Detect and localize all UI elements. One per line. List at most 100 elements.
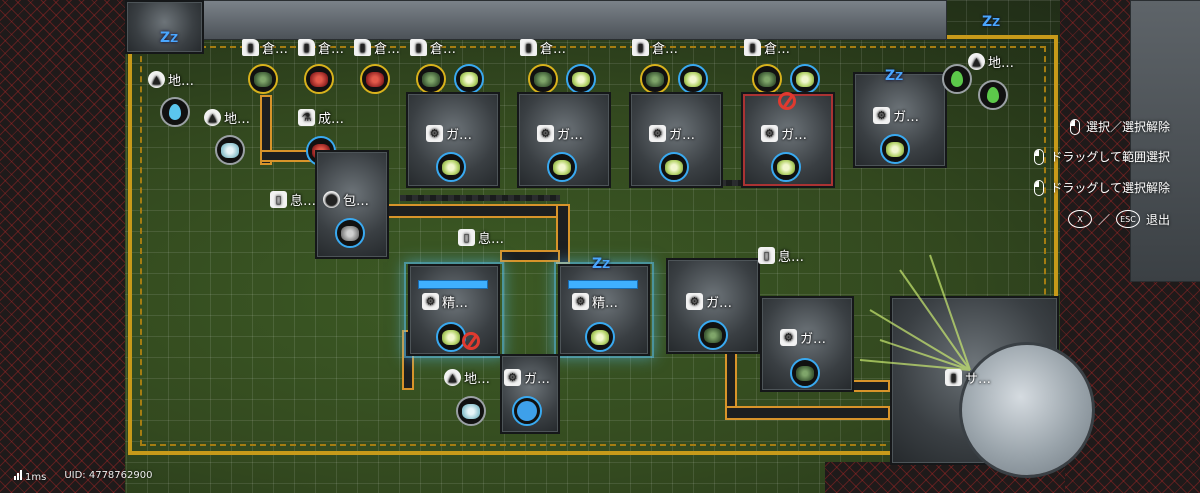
plant-item-icon <box>442 329 460 345</box>
ice-node[interactable] <box>456 396 486 426</box>
water-drop-icon <box>169 104 181 120</box>
output-node[interactable] <box>771 152 801 182</box>
supply-range-rays <box>860 254 971 371</box>
gather-label: ⚙ガ… <box>780 328 826 347</box>
sleep-indicator: ZZ <box>885 68 904 84</box>
uid: UID: 4778762900 <box>64 470 153 481</box>
output-node[interactable] <box>880 134 910 164</box>
item-node[interactable] <box>566 64 596 94</box>
output-node[interactable] <box>436 152 466 182</box>
refine-progress-bar <box>568 280 638 289</box>
plant-item-icon <box>777 159 795 175</box>
red-crystal-icon <box>310 71 328 87</box>
output-node[interactable] <box>698 320 728 350</box>
item-node[interactable] <box>640 64 670 94</box>
plant-item-icon <box>460 71 478 87</box>
plant-item-icon <box>684 71 702 87</box>
storage-label: ▮倉… <box>354 38 400 57</box>
key-esc-icon: ESC <box>1115 210 1140 228</box>
item-node[interactable] <box>678 64 708 94</box>
rest-label: ▯息… <box>458 228 504 247</box>
green-drop-icon <box>987 87 999 103</box>
base-inner-border <box>140 46 1046 446</box>
red-crystal-icon <box>366 71 384 87</box>
water-node[interactable] <box>942 64 972 94</box>
selection-glow <box>404 262 504 358</box>
plant-item-icon <box>591 329 609 345</box>
storage-label: ▮倉… <box>632 38 678 57</box>
pack-label: ⬤包… <box>323 190 369 209</box>
gather-label: ⚙ガ… <box>426 124 472 143</box>
plant-item-icon <box>886 141 904 157</box>
green-drop-icon <box>951 71 963 87</box>
hint-drag-select: ドラッグして範囲選択 <box>1034 148 1170 165</box>
ping: 1ms <box>14 470 46 483</box>
exit-label: 退出 <box>1145 212 1170 227</box>
item-node[interactable] <box>416 64 446 94</box>
conveyor-belt <box>500 250 560 262</box>
plant-item-icon <box>646 71 664 87</box>
refine-label: ⚙精… <box>572 292 618 311</box>
compose-label: ⚗成… <box>298 108 344 127</box>
blue-orb-icon <box>517 401 537 421</box>
restricted-zone-left <box>0 0 125 493</box>
supply-label: ▮サ… <box>945 368 991 387</box>
item-node[interactable] <box>360 64 390 94</box>
footer: 1ms UID: 4778762900 <box>14 470 152 483</box>
output-node[interactable] <box>790 358 820 388</box>
item-node[interactable] <box>454 64 484 94</box>
plant-item-icon <box>796 365 814 381</box>
item-node[interactable] <box>790 64 820 94</box>
rest-label: ▯息… <box>758 246 804 265</box>
gather-label: ⚙ガ… <box>537 124 583 143</box>
storage-label: ▮倉… <box>744 38 790 57</box>
signal-icon <box>14 470 22 480</box>
hint-select: 選択／選択解除 <box>1069 118 1170 135</box>
hint-exit[interactable]: X ／ ESC 退出 <box>1067 210 1170 228</box>
ice-node[interactable] <box>215 135 245 165</box>
top-wall <box>200 0 947 40</box>
plant-item-icon <box>704 327 722 343</box>
output-node[interactable] <box>659 152 689 182</box>
output-node[interactable] <box>547 152 577 182</box>
water-node[interactable] <box>978 80 1008 110</box>
forbidden-icon <box>462 332 480 350</box>
ground-label: ▲地… <box>148 70 194 89</box>
gather-label: ⚙ガ… <box>649 124 695 143</box>
sleep-indicator: ZZ <box>982 14 1001 30</box>
mouse-drag-right-icon <box>1034 179 1045 196</box>
mouse-drag-icon <box>1034 148 1045 165</box>
refine-progress-bar <box>418 280 488 289</box>
supply-tower[interactable] <box>962 345 1092 475</box>
ground-label: ▲地… <box>968 52 1014 71</box>
plant-item-icon <box>758 71 776 87</box>
item-node[interactable] <box>752 64 782 94</box>
plant-item-icon <box>254 71 272 87</box>
output-node[interactable] <box>436 322 466 352</box>
item-node[interactable] <box>528 64 558 94</box>
plant-item-icon <box>572 71 590 87</box>
ice-item-icon <box>462 403 480 419</box>
plant-item-icon <box>422 71 440 87</box>
conveyor-belt <box>260 95 272 165</box>
item-node[interactable] <box>304 64 334 94</box>
gather-machine[interactable] <box>666 258 760 354</box>
pipe <box>400 195 560 201</box>
sleep-indicator: ZZ <box>160 30 179 46</box>
storage-label: ▮倉… <box>410 38 456 57</box>
sleep-indicator: ZZ <box>592 256 611 272</box>
water-node[interactable] <box>160 97 190 127</box>
ice-item-icon <box>221 142 239 158</box>
item-node[interactable] <box>335 218 365 248</box>
item-node[interactable] <box>248 64 278 94</box>
plant-item-icon <box>534 71 552 87</box>
key-x-icon: X <box>1067 210 1092 228</box>
storage-label: ▮倉… <box>242 38 288 57</box>
conveyor-belt <box>380 204 570 218</box>
plant-item-icon <box>665 159 683 175</box>
output-node[interactable] <box>585 322 615 352</box>
refine-label: ⚙精… <box>422 292 468 311</box>
right-building <box>1130 0 1200 282</box>
output-node[interactable] <box>512 396 542 426</box>
